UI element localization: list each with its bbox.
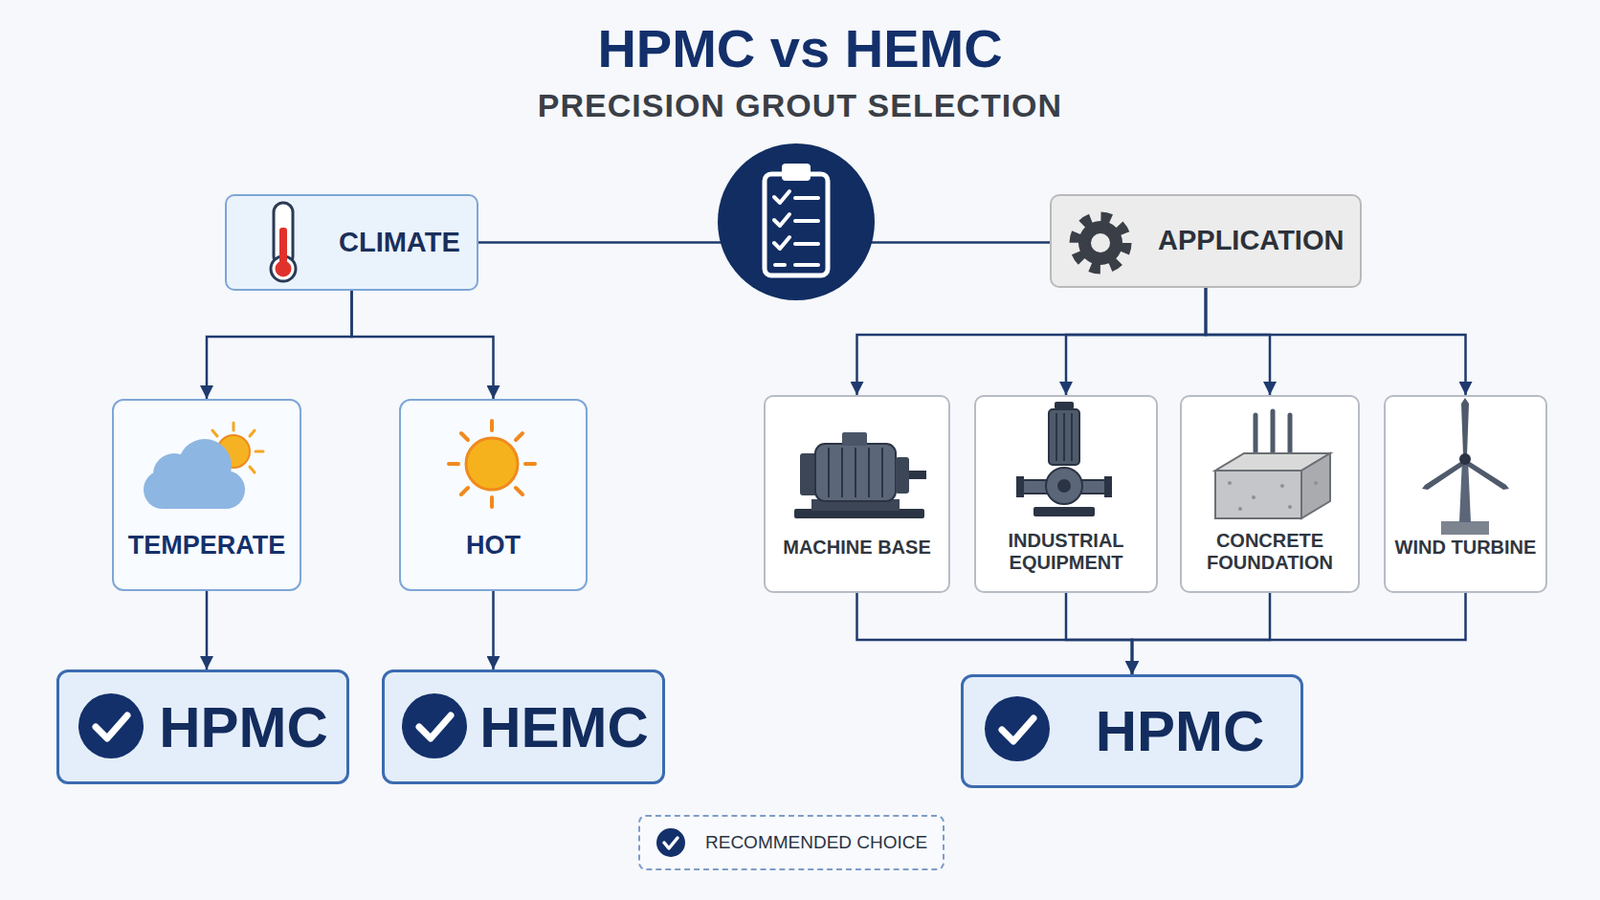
result-label: HEMC	[479, 694, 649, 761]
box-label: HOT	[466, 531, 521, 561]
check-icon	[984, 696, 1050, 762]
check-icon	[401, 693, 467, 759]
gear-icon	[1074, 217, 1127, 269]
box-label: CONCRETE FOUNDATION	[1186, 530, 1354, 575]
connector	[1205, 288, 1270, 396]
subtitle-label: PRECISION GROUT SELECTION	[0, 87, 1600, 125]
result-label: HPMC	[158, 694, 329, 761]
box-label: APPLICATION	[1157, 224, 1344, 257]
connector	[206, 290, 353, 400]
result-box: HPMC	[56, 669, 350, 785]
connector	[205, 591, 209, 670]
result-box: HEMC	[381, 669, 666, 785]
connector	[352, 290, 494, 400]
application-box: MACHINE BASE	[763, 395, 951, 594]
connector	[1205, 288, 1467, 396]
diagram-title: HPMC vs HEMC	[0, 17, 1600, 80]
box-label: CLIMATE	[338, 226, 461, 259]
application-box: WIND TURBINE	[1383, 395, 1548, 594]
climate-box: HOT	[399, 399, 588, 592]
connector	[1132, 593, 1270, 675]
box-label: MACHINE BASE	[782, 536, 931, 559]
climate-box: TEMPERATE	[111, 399, 302, 592]
connector	[1132, 593, 1467, 675]
legend-check-icon	[656, 828, 686, 858]
category-box: APPLICATION	[1049, 194, 1362, 289]
cloud-sun-icon	[143, 422, 264, 510]
legend-box: RECOMMENDED CHOICE	[638, 815, 945, 871]
motor-icon	[794, 432, 927, 519]
pump-icon	[1016, 401, 1112, 517]
connector	[857, 288, 1207, 396]
connector	[857, 593, 1134, 675]
concrete-icon	[1215, 411, 1331, 519]
connector	[1066, 288, 1206, 396]
application-box: INDUSTRIAL EQUIPMENT	[974, 395, 1158, 594]
clipboard-badge	[717, 143, 875, 301]
result-label: HPMC	[1095, 698, 1266, 765]
sun-icon	[448, 421, 535, 508]
category-box: CLIMATE	[224, 194, 479, 291]
thermometer-icon	[270, 202, 296, 282]
turbine-icon	[1422, 398, 1510, 535]
result-box: HPMC	[960, 674, 1304, 789]
legend-label: RECOMMENDED CHOICE	[705, 832, 928, 854]
box-label: TEMPERATE	[128, 531, 287, 561]
application-box: CONCRETE FOUNDATION	[1179, 395, 1360, 594]
box-label: WIND TURBINE	[1395, 536, 1537, 559]
check-icon	[78, 693, 144, 759]
box-label: INDUSTRIAL EQUIPMENT	[980, 530, 1152, 575]
connector	[478, 241, 1050, 245]
connector	[1066, 593, 1133, 675]
connector	[491, 591, 495, 670]
